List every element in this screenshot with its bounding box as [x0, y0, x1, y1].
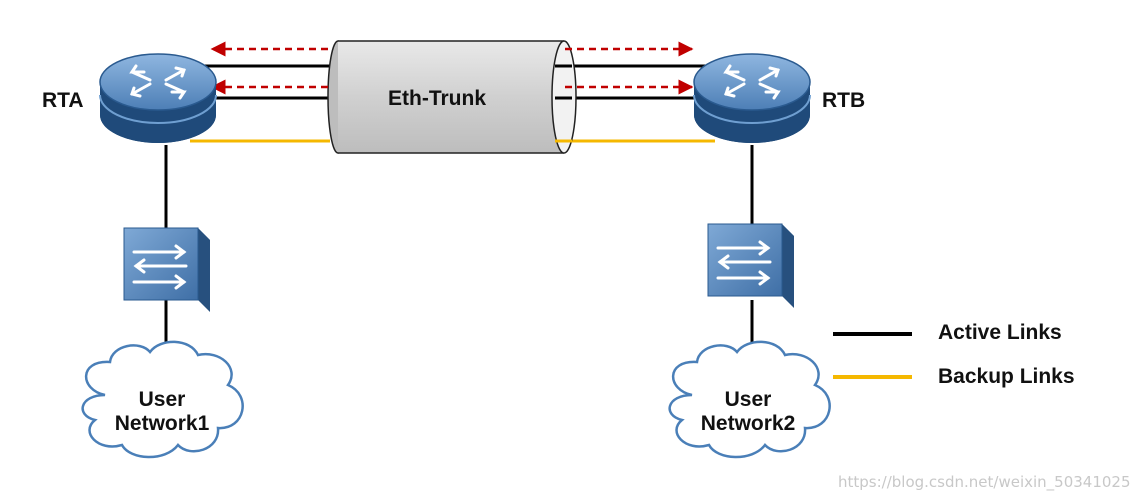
user-network2-cloud-icon: [668, 340, 831, 459]
legend-active-label: Active Links: [938, 321, 1062, 344]
user-network2-line2: Network2: [700, 412, 796, 436]
router-rta-icon: [99, 53, 217, 143]
legend-backup-label: Backup Links: [938, 365, 1075, 388]
user-network1-cloud-icon: [81, 340, 244, 459]
router-rtb-icon: [693, 53, 811, 143]
user-network1-line2: Network1: [114, 412, 210, 436]
user-network2-line1: User: [724, 388, 772, 411]
watermark: https://blog.csdn.net/weixin_50341025: [838, 473, 1131, 491]
rta-label: RTA: [42, 89, 84, 112]
user-network2-label: User Network2: [682, 388, 814, 436]
rtb-label: RTB: [822, 89, 866, 112]
switch-left-icon: [123, 227, 210, 312]
user-network1-line1: User: [138, 388, 186, 411]
switch-right-icon: [707, 223, 794, 308]
eth-trunk-label: Eth-Trunk: [388, 87, 486, 110]
user-network1-label: User Network1: [96, 388, 228, 436]
